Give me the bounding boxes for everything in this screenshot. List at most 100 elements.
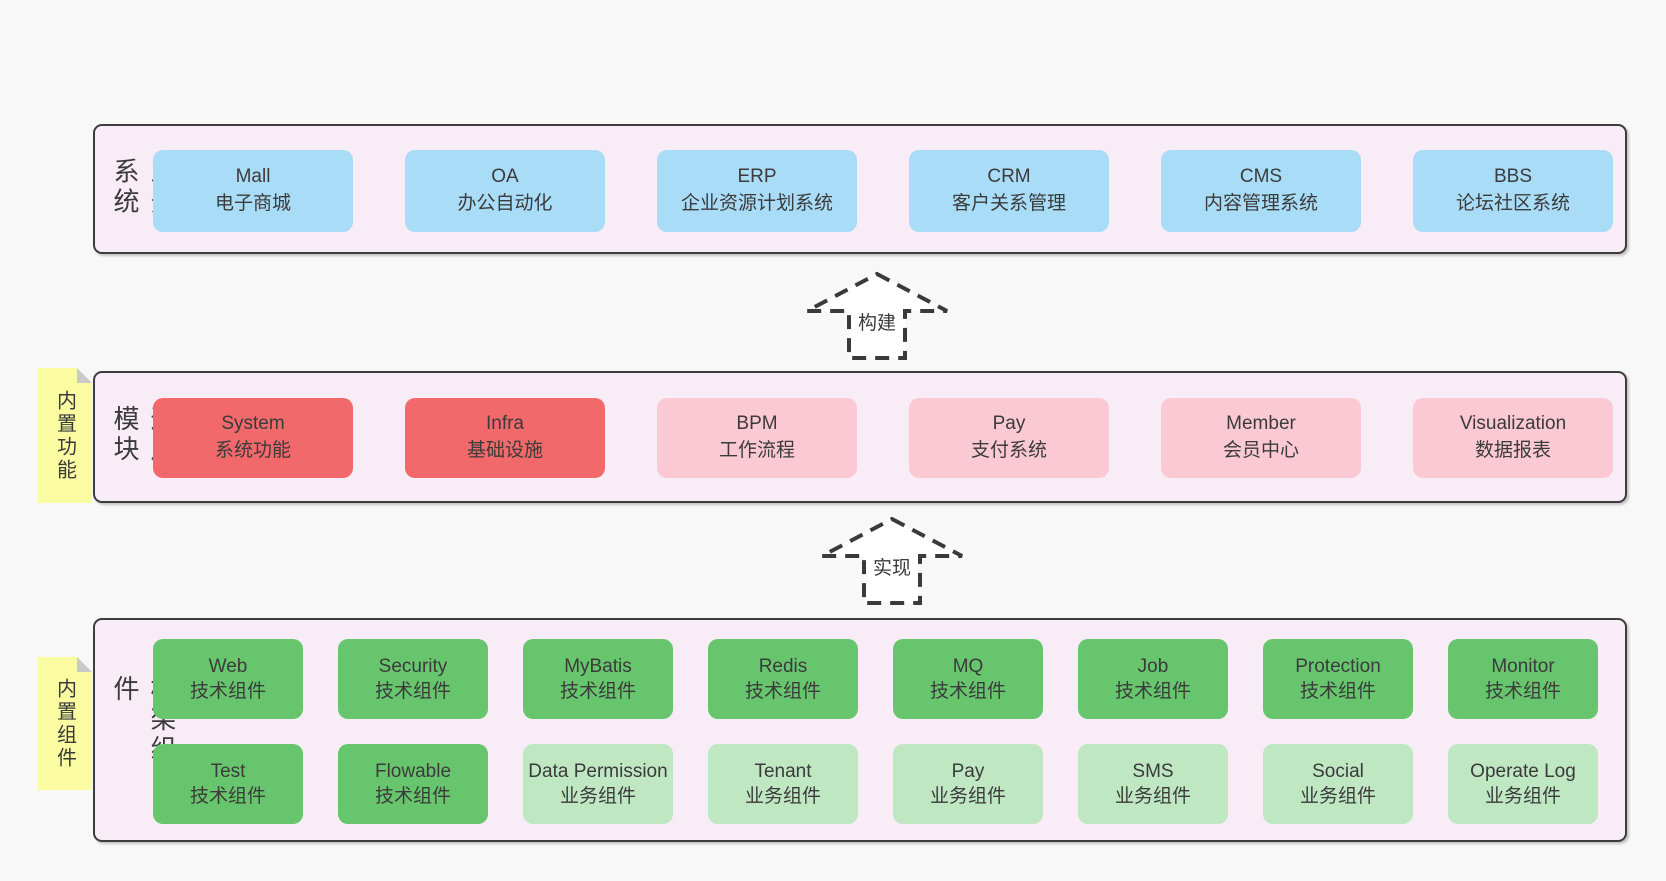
module-box: Redis 技术组件	[708, 639, 858, 719]
module-title: MQ	[952, 655, 984, 677]
module-row: System 系统功能 Infra 基础设施 BPM 工作流程 Pay 支付系统…	[153, 398, 1613, 478]
module-title: Visualization	[1459, 413, 1567, 435]
module-title: Flowable	[374, 760, 452, 782]
module-subtitle: 业务组件	[1114, 786, 1191, 807]
module-title: System	[221, 413, 285, 435]
module-box: ERP 企业资源计划系统	[657, 150, 857, 232]
module-title: Web	[208, 655, 248, 677]
module-box: Job 技术组件	[1078, 639, 1228, 719]
module-title: BPM	[736, 413, 778, 435]
module-subtitle: 技术组件	[1484, 681, 1561, 702]
module-subtitle: 系统功能	[214, 440, 291, 461]
module-box: SMS 业务组件	[1078, 744, 1228, 824]
module-box: Tenant 业务组件	[708, 744, 858, 824]
layer-framework-components: 框架组件 Web 技术组件 Security 技术组件 MyBatis 技术组件…	[93, 618, 1627, 842]
module-box: Pay 业务组件	[893, 744, 1043, 824]
module-row: Test 技术组件 Flowable 技术组件 Data Permission …	[153, 744, 1598, 824]
module-subtitle: 内容管理系统	[1203, 193, 1318, 214]
module-subtitle: 技术组件	[374, 681, 451, 702]
module-box: Pay 支付系统	[909, 398, 1109, 478]
module-box: Protection 技术组件	[1263, 639, 1413, 719]
module-box: Mall 电子商城	[153, 150, 353, 232]
module-subtitle: 技术组件	[374, 786, 451, 807]
sticky-note-builtin-components: 内置组件	[38, 657, 92, 790]
module-box: Member 会员中心	[1161, 398, 1361, 478]
module-subtitle: 技术组件	[1114, 681, 1191, 702]
module-subtitle: 技术组件	[189, 681, 266, 702]
module-subtitle: 办公自动化	[457, 193, 553, 214]
module-title: Monitor	[1491, 655, 1555, 677]
module-title: Protection	[1295, 655, 1381, 677]
sticky-note-label: 内置组件	[53, 677, 76, 770]
module-title: Mall	[235, 166, 271, 188]
up-arrow-icon	[806, 271, 948, 360]
module-subtitle: 客户关系管理	[951, 193, 1066, 214]
module-subtitle: 技术组件	[559, 681, 636, 702]
module-title: Pay	[951, 760, 985, 782]
module-row: Web 技术组件 Security 技术组件 MyBatis 技术组件 Redi…	[153, 639, 1598, 719]
module-box: Flowable 技术组件	[338, 744, 488, 824]
module-subtitle: 论坛社区系统	[1455, 193, 1570, 214]
module-title: Security	[378, 655, 448, 677]
module-box: Infra 基础设施	[405, 398, 605, 478]
module-subtitle: 支付系统	[970, 440, 1047, 461]
module-title: Job	[1137, 655, 1169, 677]
module-title: Test	[210, 760, 246, 782]
module-box: Social 业务组件	[1263, 744, 1413, 824]
module-box: Operate Log 业务组件	[1448, 744, 1598, 824]
dashed-up-arrow-implement: 实现	[821, 516, 963, 605]
module-title: Pay	[992, 413, 1026, 435]
module-box: Web 技术组件	[153, 639, 303, 719]
module-subtitle: 企业资源计划系统	[680, 193, 833, 214]
module-title: Member	[1226, 413, 1296, 435]
module-title: Social	[1312, 760, 1364, 782]
module-box: BBS 论坛社区系统	[1413, 150, 1613, 232]
module-title: Operate Log	[1470, 760, 1576, 782]
module-box: CRM 客户关系管理	[909, 150, 1109, 232]
sticky-note-label: 内置功能	[53, 389, 76, 482]
module-title: CRM	[987, 166, 1031, 188]
module-box: Security 技术组件	[338, 639, 488, 719]
module-subtitle: 业务组件	[929, 786, 1006, 807]
module-title: OA	[491, 166, 519, 188]
module-title: Redis	[758, 655, 808, 677]
module-box: Visualization 数据报表	[1413, 398, 1613, 478]
module-subtitle: 技术组件	[1299, 681, 1376, 702]
module-subtitle: 会员中心	[1222, 440, 1299, 461]
module-subtitle: 业务组件	[559, 786, 636, 807]
arrow-label-implement: 实现	[873, 557, 911, 579]
module-title: CMS	[1239, 166, 1283, 188]
module-box: Data Permission 业务组件	[523, 744, 673, 824]
layer-business-systems: 业务系统 Mall 电子商城 OA 办公自动化 ERP 企业资源计划系统 CRM…	[93, 124, 1627, 254]
dashed-up-arrow-build: 构建	[806, 271, 948, 360]
arrow-label-build: 构建	[858, 312, 896, 334]
module-row: Mall 电子商城 OA 办公自动化 ERP 企业资源计划系统 CRM 客户关系…	[153, 150, 1613, 232]
module-box: CMS 内容管理系统	[1161, 150, 1361, 232]
module-title: BBS	[1493, 166, 1533, 188]
module-box: MQ 技术组件	[893, 639, 1043, 719]
module-subtitle: 业务组件	[1484, 786, 1561, 807]
module-subtitle: 业务组件	[1299, 786, 1376, 807]
module-box: BPM 工作流程	[657, 398, 857, 478]
module-subtitle: 业务组件	[744, 786, 821, 807]
module-subtitle: 技术组件	[929, 681, 1006, 702]
up-arrow-icon	[821, 516, 963, 605]
module-box: MyBatis 技术组件	[523, 639, 673, 719]
module-subtitle: 技术组件	[189, 786, 266, 807]
module-subtitle: 技术组件	[744, 681, 821, 702]
module-title: MyBatis	[564, 655, 632, 677]
module-box: Monitor 技术组件	[1448, 639, 1598, 719]
module-subtitle: 基础设施	[466, 440, 543, 461]
module-title: Data Permission	[528, 760, 668, 782]
layer-common-modules: 通用模块 System 系统功能 Infra 基础设施 BPM 工作流程 Pay…	[93, 371, 1627, 503]
module-subtitle: 数据报表	[1474, 440, 1551, 461]
module-title: Infra	[485, 413, 525, 435]
module-subtitle: 工作流程	[718, 440, 795, 461]
module-title: SMS	[1132, 760, 1174, 782]
module-subtitle: 电子商城	[214, 193, 291, 214]
module-title: ERP	[737, 166, 777, 188]
module-title: Tenant	[754, 760, 812, 782]
module-box: Test 技术组件	[153, 744, 303, 824]
module-box: System 系统功能	[153, 398, 353, 478]
